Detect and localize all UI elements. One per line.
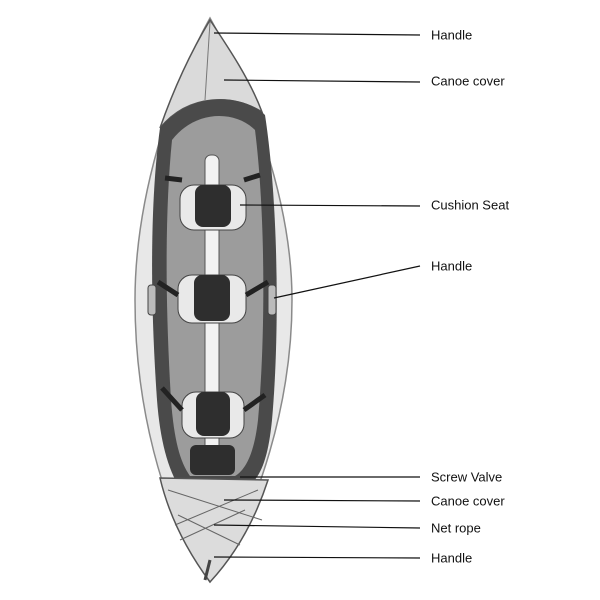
seat-front (164, 172, 261, 231)
seat-rear (160, 386, 267, 475)
label-handle-bottom: Handle (431, 550, 473, 566)
label-handle-side: Handle (431, 258, 473, 274)
side-handle-right (267, 284, 277, 316)
label-handle-top: Handle (431, 27, 473, 43)
label-cushion-seat: Cushion Seat (431, 197, 510, 213)
seat-middle (156, 274, 270, 324)
label-screw-valve: Screw Valve (431, 469, 503, 485)
label-canoe-cover-rear: Canoe cover (431, 493, 505, 509)
leader-lines (213, 32, 421, 559)
rear-canoe-cover (159, 477, 270, 584)
label-net-rope: Net rope (431, 520, 481, 536)
side-handle-left (147, 284, 157, 316)
label-canoe-cover-front: Canoe cover (431, 73, 505, 89)
net-rope (167, 489, 263, 546)
